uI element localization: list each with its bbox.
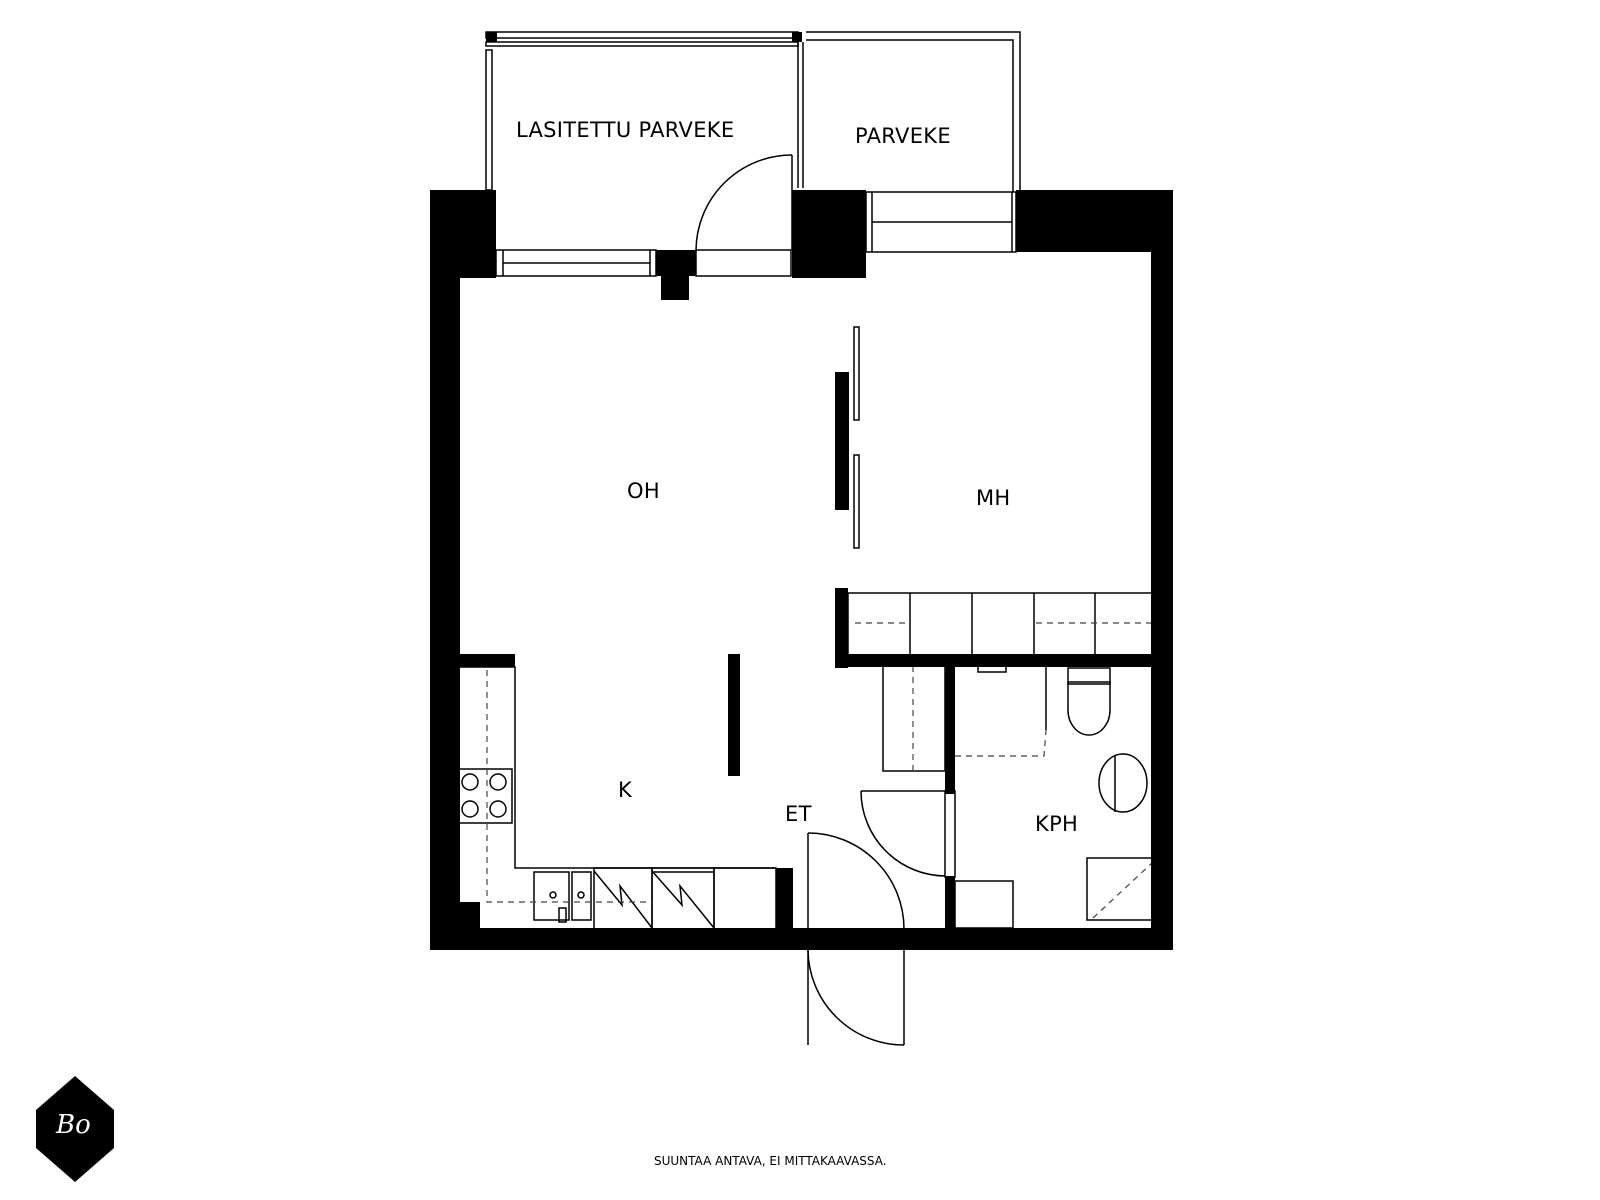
balcony-glazing-top bbox=[485, 31, 799, 39]
room-label-et: ET bbox=[785, 802, 812, 826]
et-cabinet bbox=[882, 665, 946, 772]
logo-text: Bo bbox=[56, 1110, 91, 1140]
room-label-parveke: PARVEKE bbox=[855, 124, 951, 148]
appliance bbox=[593, 867, 653, 931]
bath-cabinet bbox=[954, 880, 1014, 929]
washbasin bbox=[1098, 753, 1148, 813]
brand-logo bbox=[36, 1076, 114, 1182]
balcony-door-swing bbox=[695, 154, 793, 251]
toilet bbox=[1067, 681, 1111, 736]
room-label-kph: KPH bbox=[1035, 812, 1079, 836]
room-label-oh: OH bbox=[627, 479, 660, 503]
sliding-door bbox=[853, 326, 860, 421]
room-label-lasitettu-parveke: LASITETTU PARVEKE bbox=[516, 118, 735, 142]
walls bbox=[430, 32, 1173, 950]
bathroom-door-swing bbox=[860, 790, 946, 877]
shower-drain bbox=[1086, 857, 1153, 921]
entrance-door-swing bbox=[807, 832, 905, 930]
sink bbox=[533, 871, 570, 921]
room-label-mh: MH bbox=[976, 486, 1011, 510]
sliding-door bbox=[853, 454, 860, 549]
room-label-k: K bbox=[618, 778, 633, 802]
wardrobe bbox=[847, 592, 1155, 656]
disclaimer-note: SUUNTAA ANTAVA, EI MITTAKAAVASSA. bbox=[654, 1154, 887, 1168]
